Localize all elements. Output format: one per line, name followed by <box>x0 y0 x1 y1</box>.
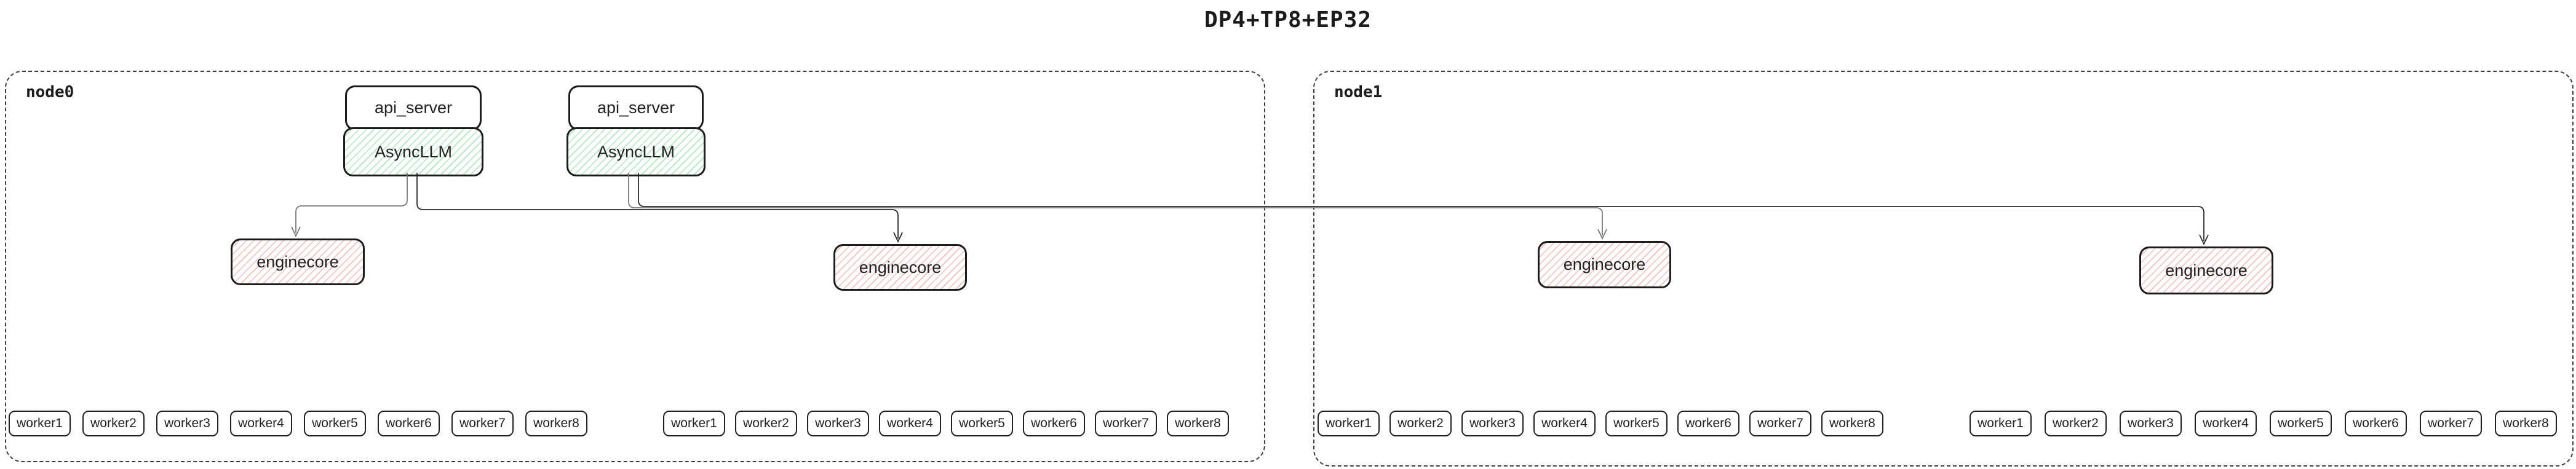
worker-box: worker7 <box>2420 411 2482 436</box>
node0-label: node0 <box>26 83 74 101</box>
node1-label: node1 <box>1334 83 1383 101</box>
worker-box: worker1 <box>9 411 71 436</box>
worker-box: worker7 <box>1095 411 1157 436</box>
worker-box: worker3 <box>2120 411 2182 436</box>
node1-container: node1 <box>1313 71 2574 467</box>
enginecore-box-2: enginecore <box>833 244 967 291</box>
worker-box: worker4 <box>1533 411 1596 436</box>
worker-box: worker6 <box>1023 411 1085 436</box>
worker-box: worker6 <box>2345 411 2407 436</box>
node0-container: node0 <box>5 71 1265 462</box>
worker-box: worker3 <box>156 411 218 436</box>
worker-group-node1-2: worker1 worker2 worker3 worker4 worker5 worke… <box>1970 411 2557 436</box>
worker-box: worker2 <box>735 411 797 436</box>
worker-box: worker5 <box>951 411 1013 436</box>
worker-box: worker7 <box>451 411 514 436</box>
worker-box: worker8 <box>525 411 587 436</box>
worker-box: worker1 <box>1970 411 2032 436</box>
diagram-title: DP4+TP8+EP32 <box>1204 7 1372 33</box>
api-server-box-1: api_server <box>345 85 482 130</box>
worker-box: worker4 <box>2195 411 2257 436</box>
worker-group-node1-1: worker1 worker2 worker3 worker4 worker5 worke… <box>1318 411 1883 436</box>
worker-box: worker4 <box>230 411 292 436</box>
worker-box: worker2 <box>2045 411 2107 436</box>
worker-box: worker5 <box>1605 411 1668 436</box>
worker-box: worker8 <box>2495 411 2557 436</box>
worker-box: worker6 <box>378 411 440 436</box>
worker-box: worker1 <box>663 411 725 436</box>
worker-box: worker6 <box>1677 411 1739 436</box>
worker-box: worker3 <box>807 411 869 436</box>
enginecore-box-4: enginecore <box>2139 246 2273 294</box>
worker-box: worker1 <box>1318 411 1380 436</box>
worker-box: worker4 <box>879 411 941 436</box>
worker-group-node0-1: worker1 worker2 worker3 worker4 worker5 worke… <box>9 411 587 436</box>
worker-box: worker5 <box>304 411 366 436</box>
asyncllm-box-2: AsyncLLM <box>566 127 706 176</box>
enginecore-box-3: enginecore <box>1538 241 1671 288</box>
api-server-box-2: api_server <box>568 85 704 130</box>
worker-box: worker3 <box>1461 411 1524 436</box>
worker-box: worker8 <box>1167 411 1229 436</box>
worker-box: worker2 <box>1389 411 1452 436</box>
worker-box: worker5 <box>2270 411 2332 436</box>
worker-box: worker8 <box>1821 411 1883 436</box>
asyncllm-box-1: AsyncLLM <box>343 127 483 176</box>
worker-box: worker7 <box>1749 411 1811 436</box>
worker-box: worker2 <box>82 411 145 436</box>
worker-group-node0-2: worker1 worker2 worker3 worker4 worker5 worke… <box>663 411 1229 436</box>
enginecore-box-1: enginecore <box>231 238 365 285</box>
